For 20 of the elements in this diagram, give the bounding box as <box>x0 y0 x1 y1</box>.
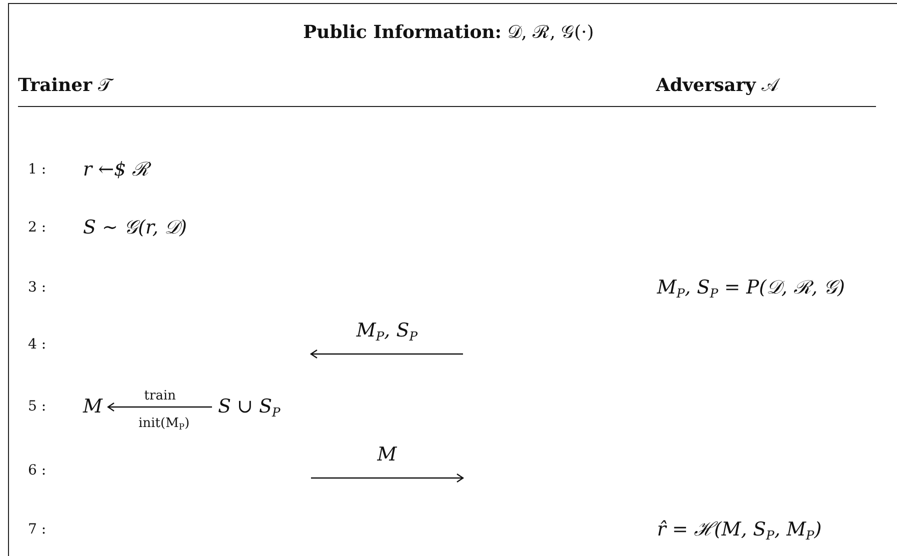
step-number: 1 : <box>28 162 46 178</box>
diagram-title: Public Information: 𝒟, ℛ, 𝒢(·) <box>302 22 595 43</box>
step-number: 5 : <box>28 398 46 416</box>
party-heading: Trainer 𝒯 <box>18 75 112 97</box>
step-number: 2 : <box>28 220 46 236</box>
math-expression: M$_{P}$, S$_{P}$ = P(𝒟, ℛ, 𝒢) <box>657 276 845 300</box>
step-number: 4 : <box>28 336 46 354</box>
derivation-arrow <box>107 402 212 412</box>
math-term: M <box>83 396 102 418</box>
party-heading: Adversary 𝒜 <box>656 75 778 97</box>
arrow-label: init(M$_{P}$) <box>138 416 190 432</box>
math-expression: S ∼ 𝒢(r, 𝒟) <box>83 216 187 240</box>
math-term: S ∪ S$_{P}$ <box>218 396 280 418</box>
step-number: 3 : <box>28 280 46 296</box>
math-expression: r̂ = ℋ(M, S$_{P}$, M$_{P}$) <box>657 518 822 542</box>
step-number: 7 : <box>28 522 46 538</box>
message-label: M <box>377 444 397 466</box>
message-label: M$_{P}$, S$_{P}$ <box>356 320 418 342</box>
step-number: 6 : <box>28 462 46 480</box>
math-expression: r ←$ ℛ <box>83 158 150 182</box>
